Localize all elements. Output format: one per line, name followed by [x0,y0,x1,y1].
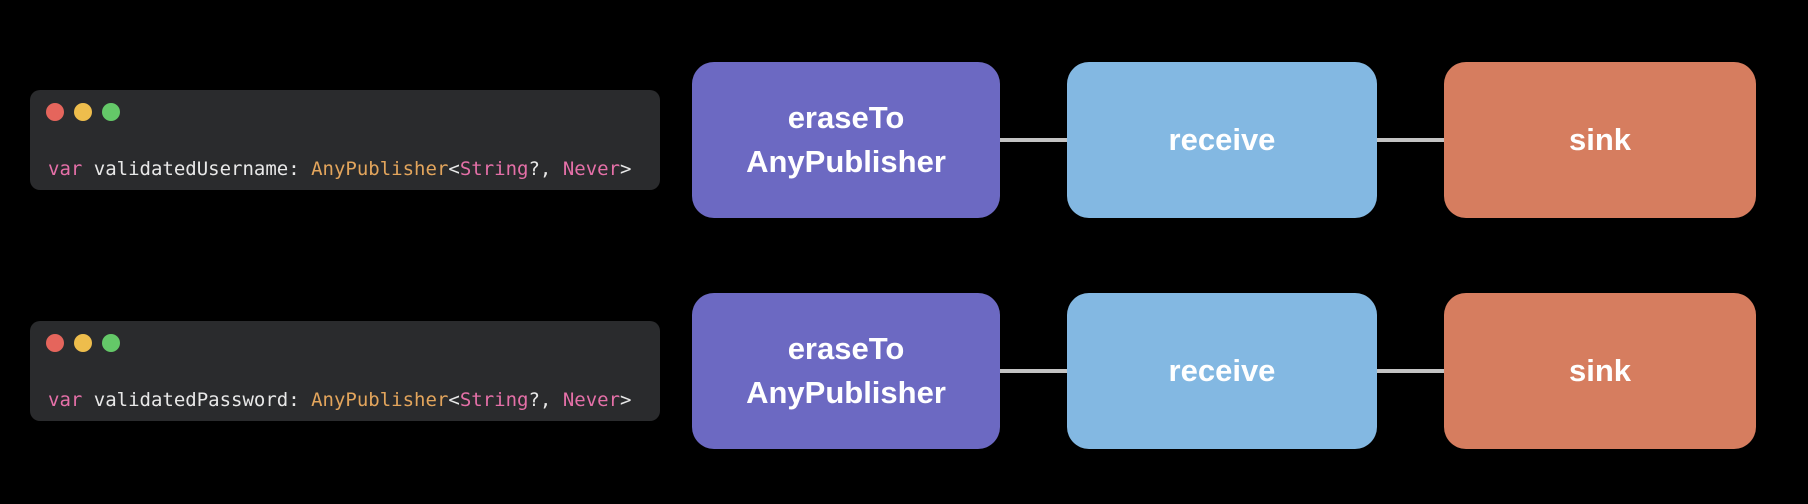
node-label: eraseTo AnyPublisher [746,331,946,410]
window-dot-yellow-icon [74,334,92,352]
connector-line [1000,138,1067,142]
code-token-keyword: var [48,389,94,411]
code-token-plain: ?, [528,158,563,180]
code-line-password: var validatedPassword: AnyPublisher<Stri… [48,389,631,411]
code-token-plain: < [448,389,460,411]
code-token-plain: validatedPassword: [93,389,312,411]
window-traffic-lights [46,334,120,352]
node-eraseto-anypublisher: eraseTo AnyPublisher [692,293,1000,449]
connector-line [1000,369,1067,373]
connector-line [1377,138,1444,142]
window-dot-red-icon [46,334,64,352]
window-dot-green-icon [102,334,120,352]
node-label: sink [1568,353,1632,388]
pipeline-row-username: var validatedUsername: AnyPublisher<Stri… [30,62,1756,218]
code-token-plain: > [620,389,632,411]
window-dot-yellow-icon [74,103,92,121]
code-token-keyword: String [459,389,529,411]
node-eraseto-anypublisher: eraseTo AnyPublisher [692,62,1000,218]
code-token-keyword: var [48,158,94,180]
pipeline-row-password: var validatedPassword: AnyPublisher<Stri… [30,293,1756,449]
code-token-keyword: Never [562,158,621,180]
window-traffic-lights [46,103,120,121]
node-label: receive [1168,353,1276,388]
node-sink: sink [1444,293,1756,449]
code-token-keyword: Never [562,389,621,411]
node-label: eraseTo AnyPublisher [746,100,946,179]
code-window-password: var validatedPassword: AnyPublisher<Stri… [30,321,660,421]
node-receive: receive [1067,293,1377,449]
node-label: sink [1568,122,1632,157]
connector-line [1377,369,1444,373]
window-dot-red-icon [46,103,64,121]
code-token-type: AnyPublisher [311,158,449,180]
node-label: receive [1168,122,1276,157]
code-token-plain: validatedUsername: [93,158,312,180]
code-token-type: AnyPublisher [311,389,449,411]
code-window-username: var validatedUsername: AnyPublisher<Stri… [30,90,660,190]
code-token-keyword: String [459,158,529,180]
code-token-plain: > [620,158,632,180]
node-sink: sink [1444,62,1756,218]
code-line-username: var validatedUsername: AnyPublisher<Stri… [48,158,631,180]
code-token-plain: ?, [528,389,563,411]
window-dot-green-icon [102,103,120,121]
node-receive: receive [1067,62,1377,218]
code-token-plain: < [448,158,460,180]
